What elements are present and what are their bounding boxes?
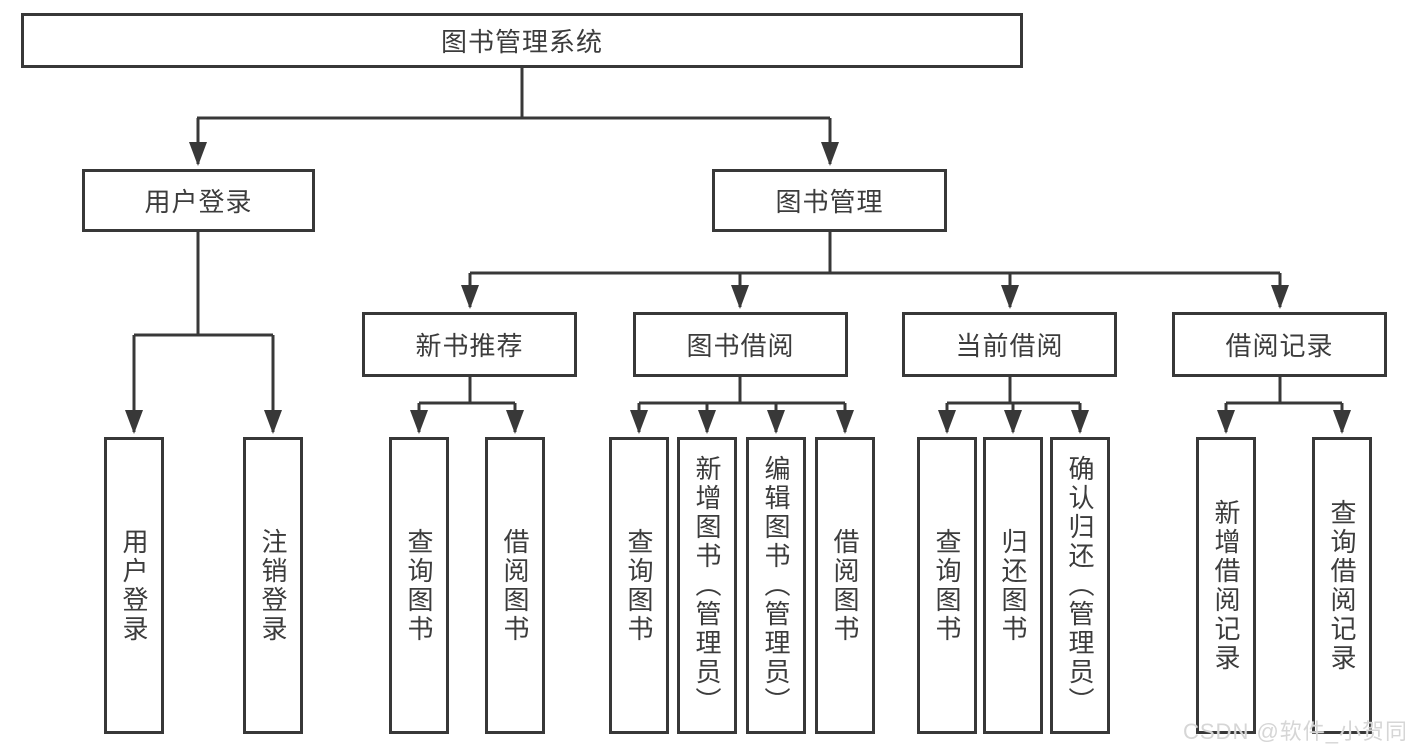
leaf-label: 查询图书 [404,527,434,644]
leaf-borrow-books: 借阅图书 [815,437,875,734]
leaf-query-borrow-record: 查询借阅记录 [1312,437,1372,734]
leaf-add-borrow-record: 新增借阅记录 [1196,437,1256,734]
leaf-label: 查询图书 [932,527,962,644]
leaf-confirm-return-admin: 确认归还（管理员） [1050,437,1110,734]
node-current-borrowing: 当前借阅 [902,312,1117,377]
node-root: 图书管理系统 [21,13,1023,68]
node-user-login: 用户登录 [82,169,315,232]
node-label: 当前借阅 [955,331,1064,361]
node-new-book-recommend: 新书推荐 [362,312,577,377]
leaf-edit-books-admin: 编辑图书（管理员） [746,437,806,734]
leaf-label: 归还图书 [998,527,1028,644]
node-label: 借阅记录 [1225,331,1334,361]
node-book-management: 图书管理 [712,169,947,232]
leaf-label: 查询图书 [624,527,654,644]
node-label: 用户登录 [144,187,253,217]
leaf-label: 新增图书（管理员） [692,455,722,716]
node-label: 图书借阅 [686,331,795,361]
leaf-query-books-current: 查询图书 [917,437,977,734]
leaf-return-books: 归还图书 [983,437,1043,734]
leaf-add-books-admin: 新增图书（管理员） [677,437,737,734]
leaf-user-login: 用户登录 [104,437,164,734]
leaf-label: 新增借阅记录 [1211,498,1241,673]
leaf-label: 借阅图书 [830,527,860,644]
node-book-borrowing: 图书借阅 [633,312,848,377]
leaf-label: 借阅图书 [500,527,530,644]
watermark: CSDN @软件_小贺同学 [1183,719,1405,744]
leaf-query-books-recommend: 查询图书 [389,437,449,734]
leaf-label: 确认归还（管理员） [1065,455,1095,716]
node-label: 新书推荐 [415,331,524,361]
leaf-borrow-books-recommend: 借阅图书 [485,437,545,734]
leaf-query-books-borrow: 查询图书 [609,437,669,734]
node-borrowing-records: 借阅记录 [1172,312,1387,377]
leaf-label: 编辑图书（管理员） [761,455,791,716]
leaf-logout: 注销登录 [243,437,303,734]
node-label: 图书管理 [775,187,884,217]
leaf-label: 用户登录 [119,527,149,644]
leaf-label: 查询借阅记录 [1327,498,1357,673]
leaf-label: 注销登录 [258,527,288,644]
node-label: 图书管理系统 [440,27,603,57]
